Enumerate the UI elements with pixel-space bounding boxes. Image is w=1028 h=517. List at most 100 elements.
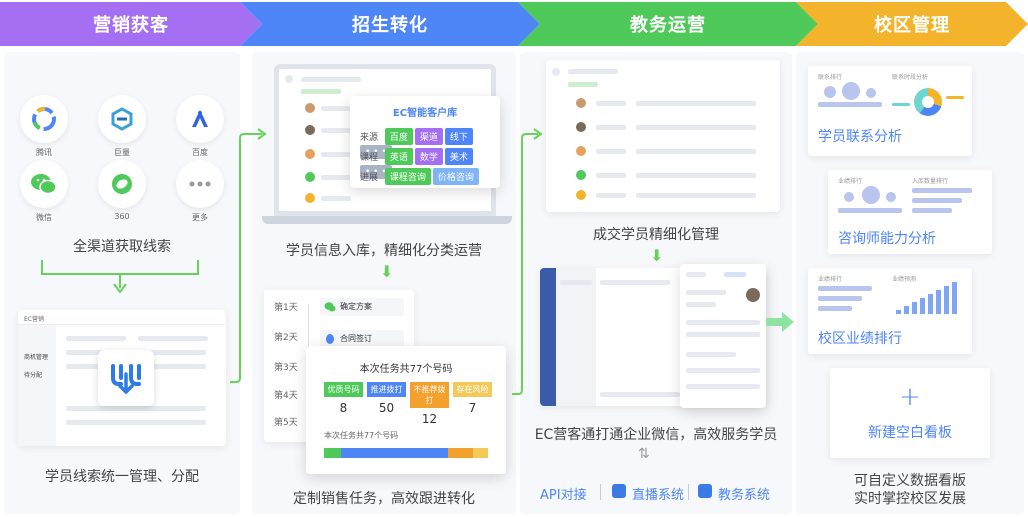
consultant-analysis-card[interactable]: 业绩排行 入库数量排行 咨询师能力分析 [828, 170, 992, 254]
task-subtitle: 本次任务共77个号码 [324, 431, 399, 440]
crm-row-label: 进展 [360, 173, 379, 183]
qq-icon [324, 333, 336, 345]
link-api[interactable]: API对接 [540, 488, 587, 503]
avatar [746, 288, 760, 302]
baidu-icon [176, 95, 224, 143]
tag-source[interactable]: 渠道 [414, 128, 443, 145]
new-board-button[interactable]: + 新建空白看板 [830, 368, 990, 458]
card-title: 学员联系分析 [818, 129, 902, 145]
mini-app-title: EC营销 [24, 316, 44, 323]
lead-management-window: EC营销 商机管理 待分配 [18, 310, 226, 446]
more-icon [176, 160, 224, 208]
stage-label: 教务运营 [630, 15, 706, 36]
channel-more[interactable]: 更多 [176, 160, 224, 223]
task-card: 本次任务共77个号码 本次任务共77个号码 [306, 346, 506, 474]
timeline-day: 第4天 [274, 391, 298, 401]
timeline-day: 第1天 [274, 303, 298, 313]
exchange-icon: ⇅ [638, 446, 650, 462]
timeline-day: 第2天 [274, 333, 298, 343]
tag-source[interactable]: 百度 [384, 128, 413, 145]
channel-label: 巨量 [114, 148, 130, 157]
stat-label: 存在风险 [453, 382, 492, 397]
stat-value: 8 [339, 401, 348, 415]
link-live[interactable]: 直播系统 [632, 488, 685, 503]
customer-profile-panel [680, 264, 766, 408]
channel-label: 更多 [192, 213, 208, 222]
mini-menu-item[interactable]: 待分配 [24, 372, 43, 379]
stage-marketing[interactable]: 营销获客 [0, 2, 262, 46]
caption-custom-board: 可自定义数据看版 [854, 473, 966, 489]
stage-label: 营销获客 [93, 15, 169, 36]
caption-deal-management: 成交学员精细化管理 [593, 227, 719, 243]
channel-wechat[interactable]: 微信 [20, 160, 68, 223]
crm-popup: EC智能客户库 来源 百度渠道线下 • • • 课程 英语数学美术 • • • 进展… [350, 96, 500, 188]
mini-menu-item[interactable]: 商机管理 [24, 354, 49, 361]
crm-row-label: 来源 [360, 133, 379, 143]
tag-progress[interactable]: 课程咨询 [384, 168, 431, 185]
tag-more[interactable]: • • • [360, 145, 392, 159]
stage-label: 招生转化 [352, 15, 428, 36]
campus-ranking-card[interactable]: 业绩排行 业绩预测 校区业绩排行 [808, 268, 972, 354]
juliang-icon [98, 95, 146, 143]
stage-conversion[interactable]: 招生转化 [240, 2, 540, 46]
ec-logo-icon [98, 350, 154, 406]
channel-label: 腾讯 [36, 148, 52, 157]
stat-quality[interactable]: 优质号码 8 [324, 382, 363, 418]
student-list-window [546, 60, 780, 212]
channel-360[interactable]: 360 [98, 160, 146, 221]
stat-label: 推进拨打 [367, 382, 406, 397]
tag-course[interactable]: 英语 [384, 148, 413, 165]
caption-wecom: EC营客通打通企业微信，高效服务学员 [534, 427, 778, 443]
tag-progress[interactable]: 价格咨询 [432, 168, 479, 185]
caption-lead-management: 学员线索统一管理、分配 [45, 469, 199, 485]
card-title: 咨询师能力分析 [838, 231, 936, 247]
caption-all-channels: 全渠道获取线索 [73, 239, 171, 255]
tag-course[interactable]: 数学 [414, 148, 443, 165]
channel-juliang[interactable]: 巨量 [98, 95, 146, 158]
stage-campus[interactable]: 校区管理 [796, 2, 1028, 46]
down-arrow-icon: ⬇ [380, 262, 394, 281]
task-title: 本次任务共77个号码 [359, 364, 453, 375]
stat-label: 不推荐拨打 [410, 382, 449, 408]
channel-tencent[interactable]: 腾讯 [20, 95, 68, 158]
wechat-icon [324, 301, 336, 313]
merge-arrow-icon [41, 260, 199, 294]
stat-risk[interactable]: 存在风险 7 [453, 382, 492, 418]
live-icon [612, 484, 626, 498]
tag-source[interactable]: 线下 [444, 128, 473, 145]
event-label: 合同签订 [340, 334, 372, 343]
tag-course[interactable]: 美术 [444, 148, 473, 165]
tencent-icon [20, 95, 68, 143]
crm-row-label: 课程 [360, 153, 379, 163]
tag-more[interactable]: • • • [360, 165, 392, 179]
caption-realtime: 实时掌控校区发展 [854, 491, 966, 507]
mini-label: 入库数量排行 [912, 178, 949, 185]
academic-icon [698, 484, 712, 498]
card-title: 校区业绩排行 [818, 331, 902, 347]
mini-label: 业绩排行 [818, 276, 843, 283]
wechat-icon [20, 160, 68, 208]
mini-label: 联系排行 [818, 74, 843, 81]
task-progress-bar [324, 448, 488, 458]
channel-baidu[interactable]: 百度 [176, 95, 224, 158]
contact-analysis-card[interactable]: 联系排行 联系时段分析 学员联系分析 [808, 66, 972, 156]
mini-label: 联系时段分析 [892, 74, 929, 81]
link-academic[interactable]: 教务系统 [718, 488, 771, 503]
crm-title: EC智能客户库 [392, 108, 458, 119]
mini-label: 业绩预测 [892, 276, 917, 283]
timeline-day: 第3天 [274, 363, 298, 373]
stat-label: 优质号码 [324, 382, 363, 397]
stage-operations[interactable]: 教务运营 [518, 2, 818, 46]
event-label: 确定方案 [340, 302, 372, 311]
channel-label: 微信 [36, 213, 52, 222]
channel-label: 百度 [192, 148, 208, 157]
new-board-label: 新建空白看板 [868, 425, 952, 441]
flow-arrow-icon [230, 128, 267, 383]
channel-label: 360 [114, 212, 130, 221]
stat-push[interactable]: 推进拨打 50 [367, 382, 406, 418]
laptop-base [262, 216, 512, 224]
stat-value: 7 [468, 401, 477, 415]
stat-not-recommended[interactable]: 不推荐拨打 12 [410, 382, 449, 426]
caption-student-info: 学员信息入库，精细化分类运营 [286, 243, 482, 259]
